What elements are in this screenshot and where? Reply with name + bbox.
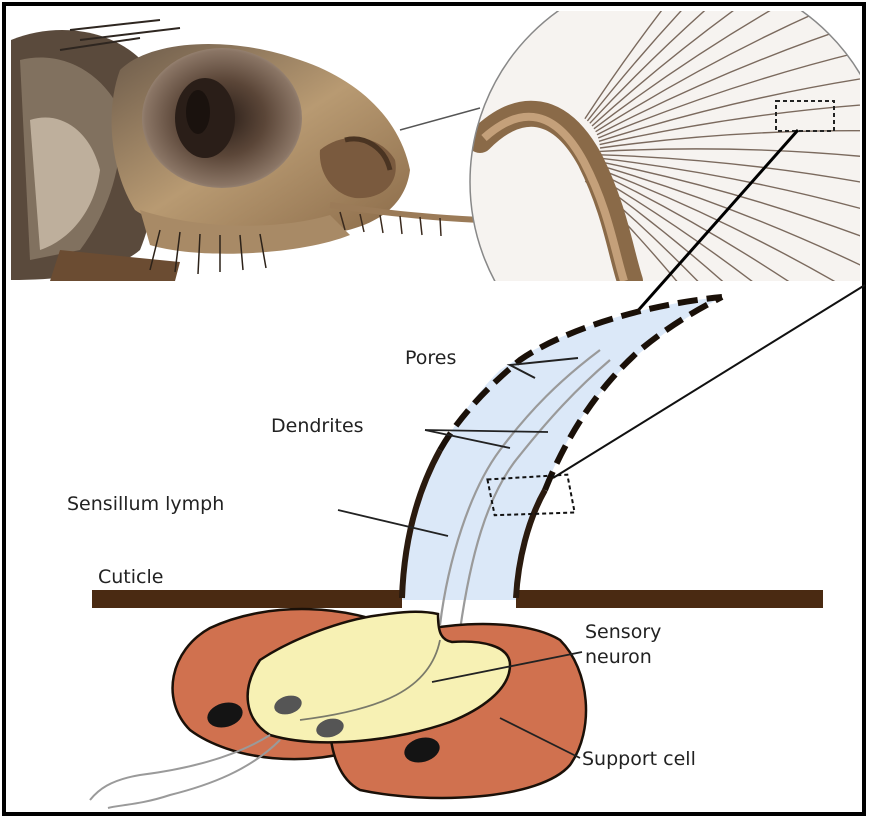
cuticle-bar-left	[92, 590, 402, 608]
label-sensory-neuron-line2: neuron	[585, 646, 652, 668]
label-pores: Pores	[405, 347, 456, 369]
label-dendrites: Dendrites	[271, 415, 364, 437]
cuticle-bar-right	[516, 590, 823, 608]
label-support-cell: Support cell	[582, 748, 696, 770]
label-sensory-neuron-line1: Sensory	[585, 621, 661, 643]
label-cuticle: Cuticle	[98, 566, 163, 588]
label-sensillum-lymph: Sensillum lymph	[67, 493, 224, 515]
